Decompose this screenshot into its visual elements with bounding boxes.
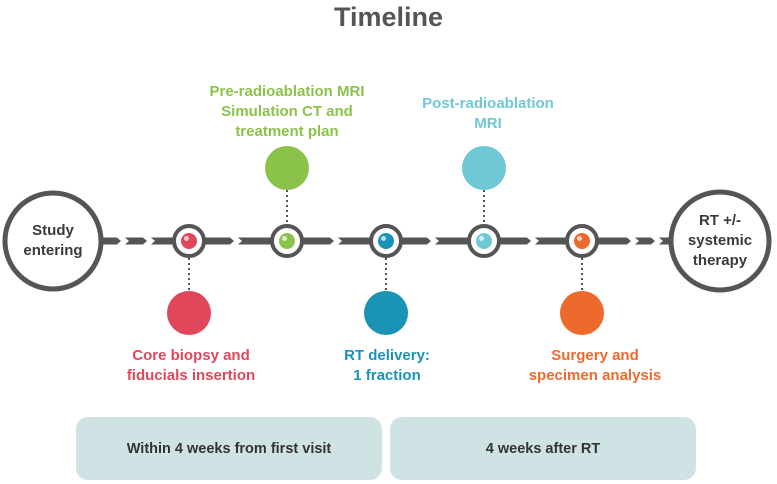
phase-box-1: Within 4 weeks from first visit	[76, 417, 382, 480]
label-pre-radioablation: Pre-radioablation MRI Simulation CT and …	[209, 83, 365, 140]
bubble-surgery	[560, 291, 604, 335]
node-highlight-rt-delivery	[381, 236, 386, 241]
node-dot-rt-delivery	[378, 233, 394, 249]
node-highlight-core-biopsy	[184, 236, 189, 241]
track-arrow-6	[624, 235, 639, 247]
start-label: Study entering	[23, 222, 83, 259]
track-arrow-4	[424, 235, 439, 247]
label-surgery: Surgery and specimen analysis	[528, 347, 662, 384]
title: Timeline	[333, 2, 444, 32]
track-arrow-0	[114, 235, 129, 247]
end-label: RT +/- systemic therapy	[687, 212, 753, 269]
phase-label-1: Within 4 weeks from first visit	[126, 440, 332, 457]
start-circle	[2, 190, 104, 292]
bubble-rt-delivery	[364, 291, 408, 335]
node-dot-pre-radioablation	[279, 233, 295, 249]
bubble-core-biopsy	[167, 291, 211, 335]
bubble-pre-radioablation	[265, 146, 309, 190]
label-core-biopsy: Core biopsy and fiducials insertion	[126, 347, 256, 384]
end-circle	[668, 189, 772, 293]
phase-box-2: 4 weeks after RT	[390, 417, 696, 480]
node-highlight-pre-radioablation	[282, 236, 287, 241]
node-dot-surgery	[574, 233, 590, 249]
label-rt-delivery: RT delivery: 1 fraction	[344, 347, 430, 384]
node-highlight-surgery	[577, 236, 582, 241]
track-arrow-3	[327, 235, 342, 247]
phase-label-2: 4 weeks after RT	[485, 440, 601, 457]
track-arrow-5	[524, 235, 539, 247]
node-dot-core-biopsy	[181, 233, 197, 249]
label-post-radioablation: Post-radioablation MRI	[422, 95, 554, 132]
node-dot-post-radioablation	[476, 233, 492, 249]
track-arrow-2	[227, 235, 242, 247]
track-arrow-7	[648, 235, 663, 247]
node-highlight-post-radioablation	[479, 236, 484, 241]
bubble-post-radioablation	[462, 146, 506, 190]
track-arrow-1	[140, 235, 155, 247]
